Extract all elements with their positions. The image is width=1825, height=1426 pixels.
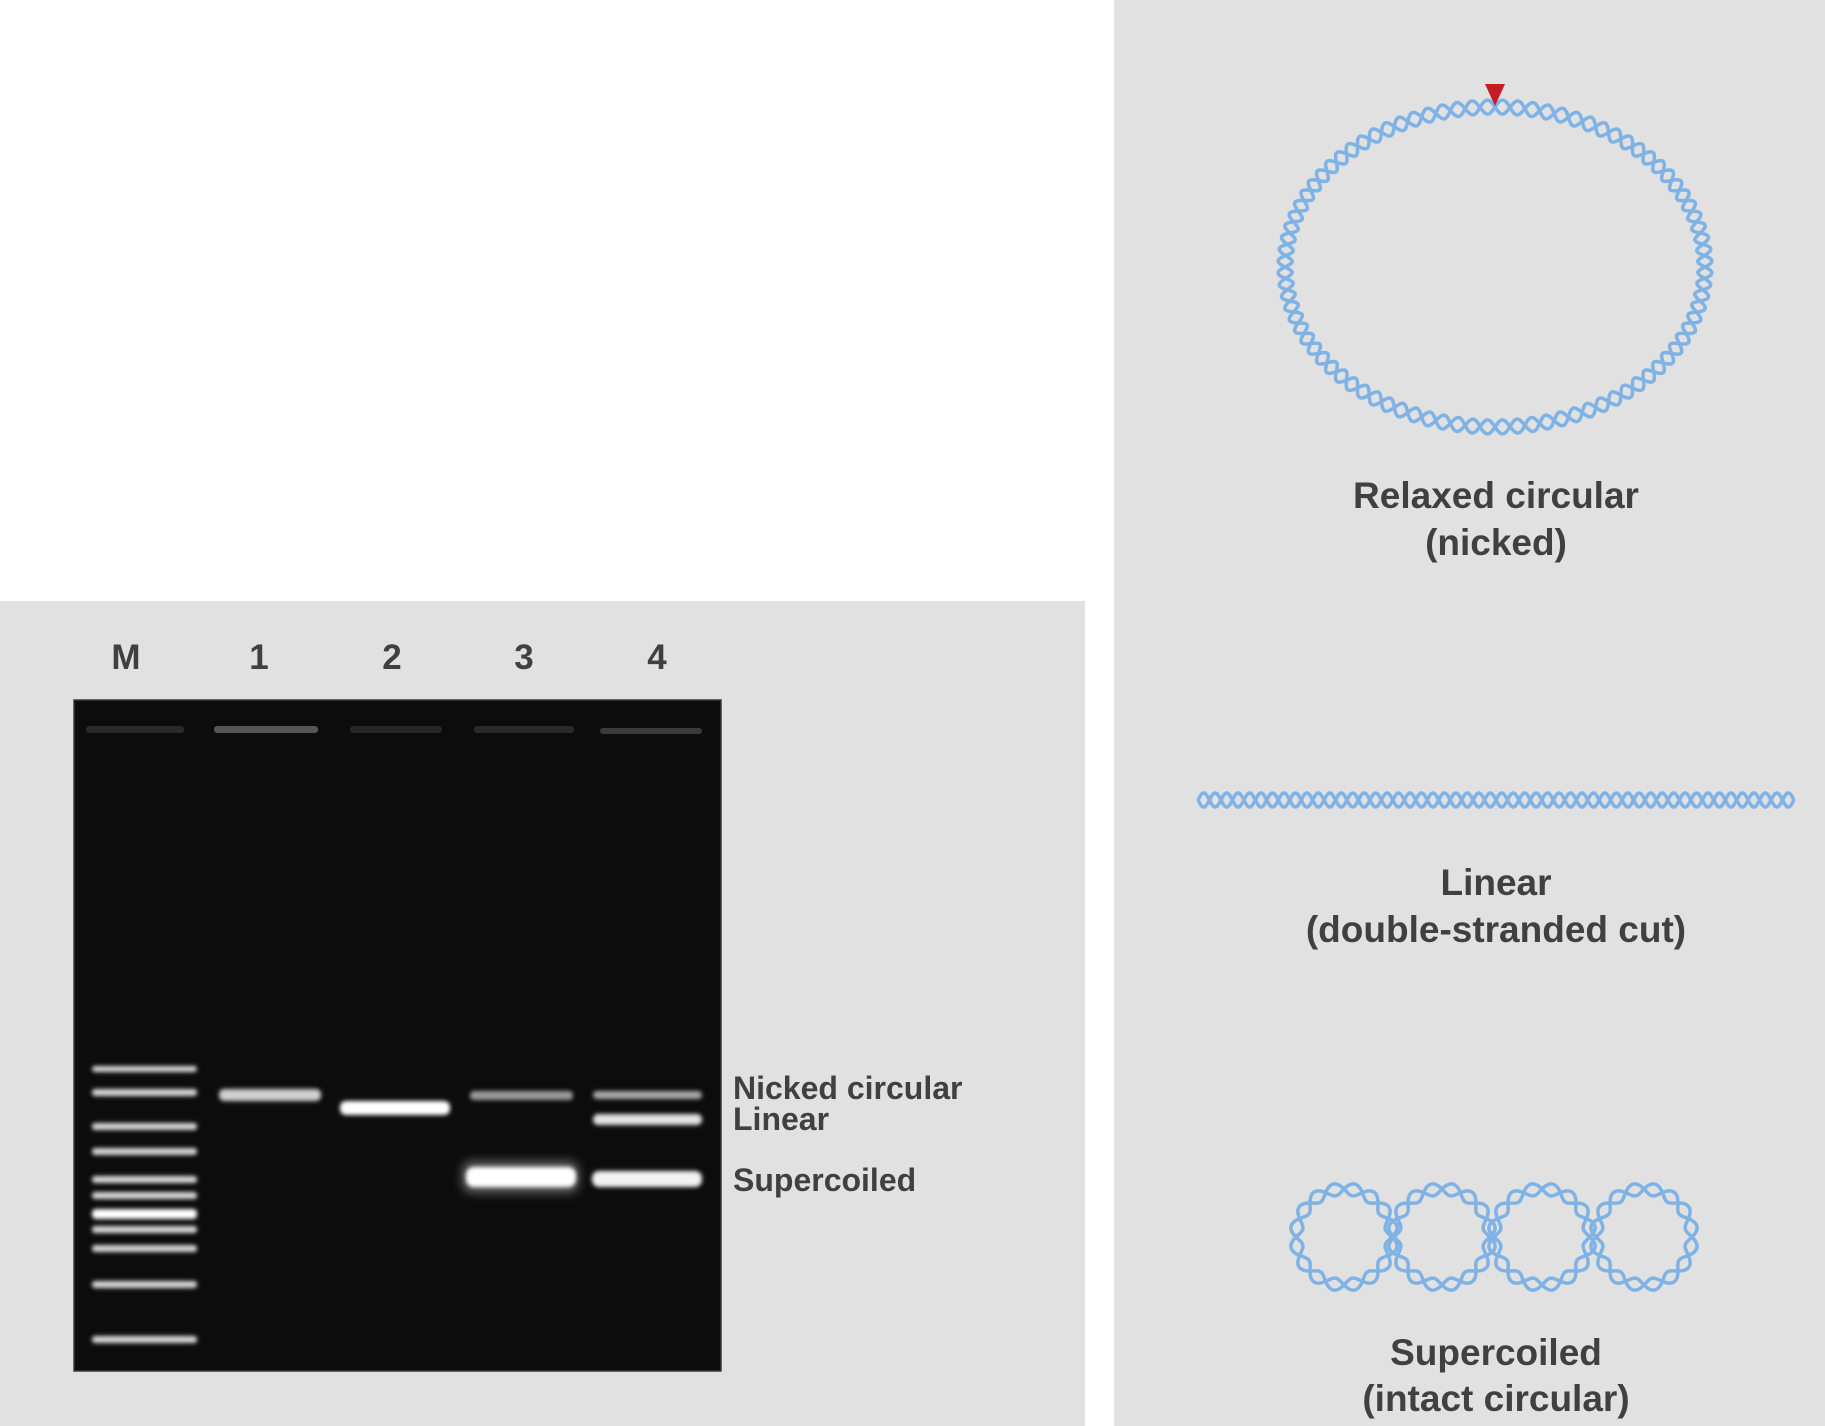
well-4	[600, 728, 702, 734]
label-linear: Linear	[733, 1101, 829, 1137]
lane-1-bands	[219, 1089, 321, 1101]
lane-2-bands	[340, 1101, 450, 1115]
band-linear	[340, 1101, 450, 1115]
lane-label-3: 3	[514, 638, 533, 677]
relaxed-label-line2: (nicked)	[1425, 522, 1567, 563]
well-2	[350, 726, 442, 733]
lane-label-m: M	[111, 638, 140, 677]
wells	[86, 726, 702, 734]
marker-ladder	[92, 1066, 197, 1343]
ladder-band	[92, 1245, 197, 1252]
well-1	[214, 726, 318, 733]
ladder-band	[92, 1176, 197, 1183]
dna-strand-b	[1289, 1182, 1699, 1292]
band-nicked	[470, 1091, 573, 1100]
lane-label-1: 1	[249, 638, 268, 677]
linear-label-line2: (double-stranded cut)	[1306, 909, 1686, 950]
ladder-band	[92, 1336, 197, 1343]
relaxed-label-line1: Relaxed circular	[1353, 475, 1639, 516]
ladder-band	[92, 1148, 197, 1155]
lane-label-2: 2	[382, 638, 401, 677]
lane-label-4: 4	[647, 638, 667, 677]
well-3	[474, 726, 574, 733]
nick-site-icon	[1485, 84, 1505, 106]
label-supercoiled: Supercoiled	[733, 1162, 916, 1198]
relaxed-circular-dna	[1276, 98, 1714, 436]
gel-figure: M 1 2 3 4	[73, 638, 962, 1372]
supercoiled-dna	[1289, 1182, 1699, 1292]
linear-label-line1: Linear	[1440, 862, 1551, 903]
ladder-band	[92, 1123, 197, 1130]
dna-strand-a	[1276, 98, 1714, 436]
ladder-band	[92, 1281, 197, 1288]
ladder-band	[92, 1192, 197, 1199]
well-m	[86, 726, 184, 733]
ladder-band	[92, 1209, 197, 1219]
label-nicked-circular: Nicked circular	[733, 1070, 962, 1106]
gel-panel: M 1 2 3 4	[0, 601, 1085, 1426]
ladder-band	[92, 1089, 197, 1096]
lane-3-bands	[462, 1091, 579, 1193]
supercoiled-label-line2: (intact circular)	[1362, 1378, 1629, 1419]
band-nicked	[219, 1089, 321, 1101]
lane-4-bands	[592, 1091, 702, 1187]
supercoiled-label-line1: Supercoiled	[1390, 1332, 1602, 1373]
dna-forms-figure: Relaxed circular (nicked) Linear (double…	[1196, 84, 1796, 1419]
dna-forms-panel: Relaxed circular (nicked) Linear (double…	[1114, 0, 1825, 1426]
ladder-band	[92, 1226, 197, 1233]
band-supercoiled	[466, 1167, 576, 1187]
dna-strand-b	[1276, 98, 1714, 436]
ladder-band	[92, 1066, 197, 1072]
band-supercoiled	[592, 1171, 702, 1187]
band-nicked	[593, 1091, 702, 1099]
band-linear	[593, 1114, 702, 1125]
linear-dna	[1196, 791, 1796, 809]
gel-slab	[73, 699, 722, 1372]
dna-strand-b	[1196, 791, 1796, 809]
